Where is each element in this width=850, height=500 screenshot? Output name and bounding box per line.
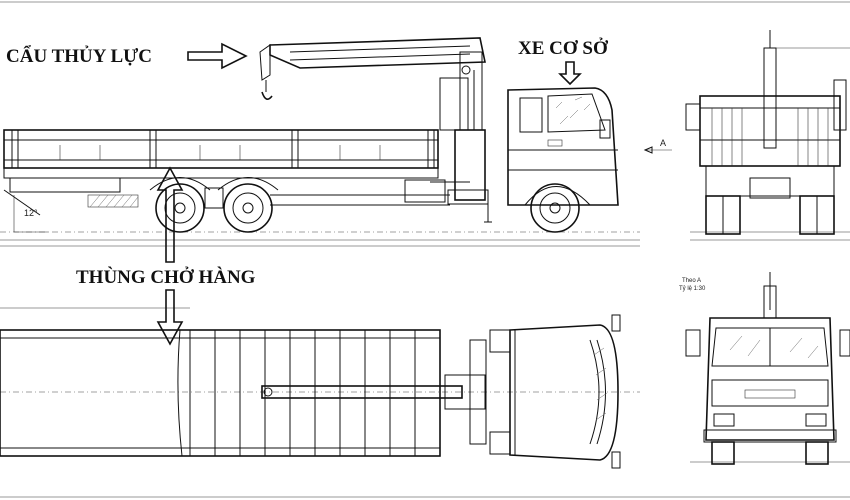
side-view: A 12° <box>0 37 672 247</box>
front-view: Theo A Tỷ lệ 1:30 <box>679 272 850 465</box>
cargo-bed-side <box>3 129 450 216</box>
chassis-label: XE CƠ SỞ <box>518 37 609 59</box>
cargo-box-label: THÙNG CHỞ HÀNG <box>76 266 256 288</box>
side-guard <box>87 194 139 208</box>
rear-view <box>685 30 850 241</box>
cargo-arrow-up-icon <box>156 166 184 263</box>
cab-side <box>507 87 619 206</box>
cargo-arrow-down-icon <box>156 289 184 346</box>
view-scale: Tỷ lệ 1:30 <box>679 285 706 292</box>
crane-side <box>259 37 492 223</box>
angle-label: 12° <box>24 208 38 218</box>
rear-wheels <box>149 177 279 233</box>
crane-arrow-icon <box>187 42 248 70</box>
crane-label: CẨU THỦY LỰC <box>6 45 152 67</box>
view-direction-label: A <box>660 138 666 148</box>
top-view <box>0 307 640 469</box>
front-wheel <box>530 183 580 233</box>
chassis-arrow-icon <box>558 61 582 86</box>
view-title: Theo A <box>682 278 701 284</box>
